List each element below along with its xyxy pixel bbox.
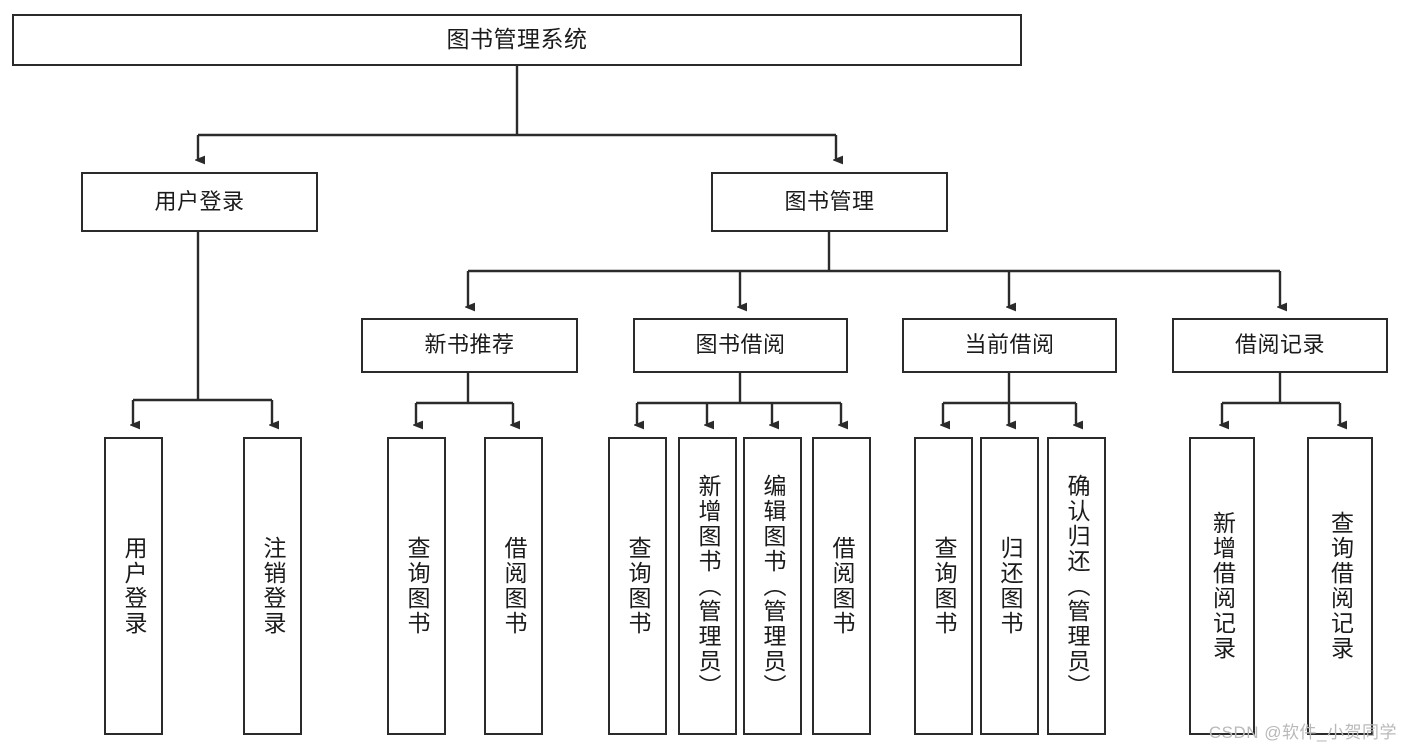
node-label: 查询借阅记录 — [1327, 511, 1354, 661]
node-leaf-edit-book-admin[interactable]: 编辑图书（管理员） — [743, 437, 802, 735]
node-leaf-logout[interactable]: 注销登录 — [243, 437, 302, 735]
node-label: 新书推荐 — [424, 332, 515, 358]
node-label: 借阅图书 — [501, 536, 528, 636]
node-label: 图书管理系统 — [446, 26, 588, 53]
node-label: 查询图书 — [404, 536, 431, 636]
node-root-library-system[interactable]: 图书管理系统 — [12, 14, 1022, 66]
node-label: 确认归还（管理员） — [1064, 473, 1091, 699]
node-leaf-query-book-current[interactable]: 查询图书 — [914, 437, 973, 735]
node-leaf-add-borrow-record[interactable]: 新增借阅记录 — [1189, 437, 1255, 735]
node-leaf-query-borrow-record[interactable]: 查询借阅记录 — [1307, 437, 1373, 735]
node-leaf-query-book-borrow[interactable]: 查询图书 — [608, 437, 667, 735]
node-book-manage[interactable]: 图书管理 — [711, 172, 948, 232]
node-user-login[interactable]: 用户登录 — [81, 172, 318, 232]
node-leaf-query-book-rec[interactable]: 查询图书 — [387, 437, 446, 735]
node-label: 图书管理 — [784, 188, 875, 214]
node-label: 用户登录 — [121, 536, 148, 636]
node-label: 查询图书 — [931, 536, 958, 636]
node-label: 图书借阅 — [695, 332, 786, 358]
csdn-watermark: CSDN @软件_小贺同学 — [1208, 723, 1397, 742]
node-leaf-user-login[interactable]: 用户登录 — [104, 437, 163, 735]
node-new-book-recommend[interactable]: 新书推荐 — [361, 318, 578, 373]
node-label: 新增图书（管理员） — [695, 473, 722, 699]
node-leaf-add-book-admin[interactable]: 新增图书（管理员） — [678, 437, 737, 735]
node-label: 借阅记录 — [1234, 332, 1325, 358]
node-label: 当前借阅 — [964, 332, 1055, 358]
node-label: 归还图书 — [997, 536, 1024, 636]
node-leaf-return-book[interactable]: 归还图书 — [980, 437, 1039, 735]
node-book-borrow[interactable]: 图书借阅 — [633, 318, 848, 373]
node-borrow-record[interactable]: 借阅记录 — [1172, 318, 1388, 373]
node-label: 借阅图书 — [829, 536, 856, 636]
node-leaf-borrow-book[interactable]: 借阅图书 — [812, 437, 871, 735]
node-label: 注销登录 — [260, 536, 287, 636]
node-leaf-confirm-return-admin[interactable]: 确认归还（管理员） — [1047, 437, 1106, 735]
node-label: 查询图书 — [625, 536, 652, 636]
node-label: 用户登录 — [154, 188, 245, 214]
node-label: 编辑图书（管理员） — [760, 473, 787, 699]
node-current-borrow[interactable]: 当前借阅 — [902, 318, 1117, 373]
node-label: 新增借阅记录 — [1209, 511, 1236, 661]
node-leaf-borrow-book-rec[interactable]: 借阅图书 — [484, 437, 543, 735]
